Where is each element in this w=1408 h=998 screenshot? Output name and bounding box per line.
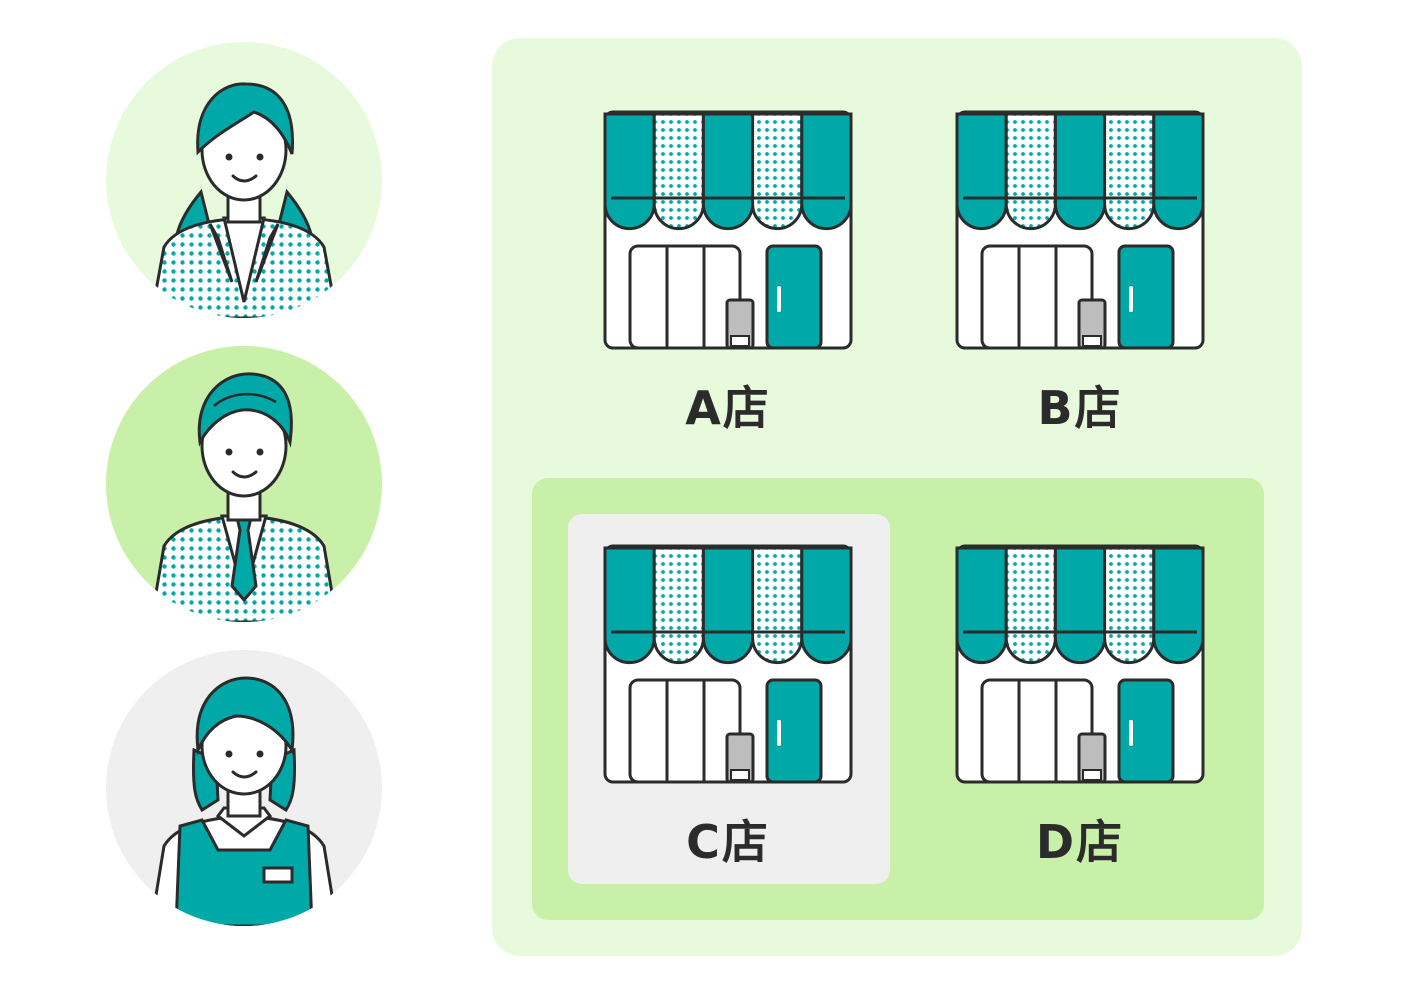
- store-d: D店: [955, 544, 1205, 869]
- avatar-man-suit: [106, 346, 382, 622]
- store-label: A店: [685, 381, 771, 435]
- name-badge: [262, 866, 294, 884]
- store-b: B店: [955, 110, 1205, 435]
- store-a: A店: [603, 110, 853, 435]
- store-label: D店: [1035, 815, 1125, 869]
- woman-apron-figure: [106, 650, 382, 926]
- storefront-icon: [955, 544, 1205, 784]
- avatar-woman-blazer: [106, 42, 382, 318]
- man-suit-figure: [106, 346, 382, 622]
- storefront-icon: [955, 110, 1205, 350]
- store-c: C店: [603, 544, 853, 869]
- store-label: C店: [686, 815, 770, 869]
- woman-blazer-figure: [106, 42, 382, 318]
- storefront-icon: [603, 110, 853, 350]
- avatar-woman-apron: [106, 650, 382, 926]
- storefront-icon: [603, 544, 853, 784]
- store-label: B店: [1037, 381, 1123, 435]
